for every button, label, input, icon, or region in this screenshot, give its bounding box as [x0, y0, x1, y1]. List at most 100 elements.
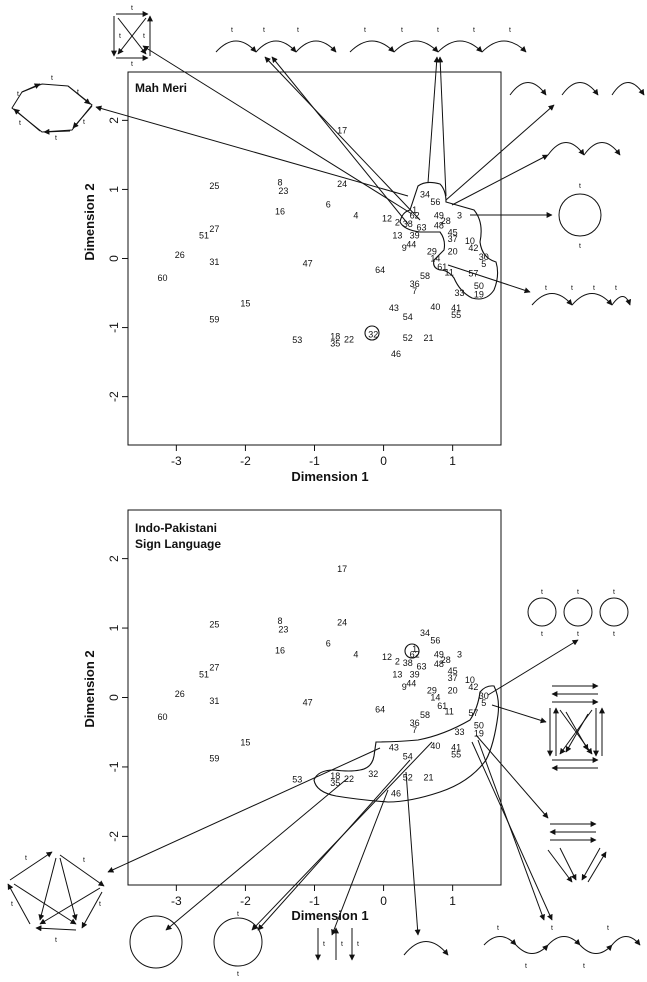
- svg-text:t: t: [131, 5, 133, 12]
- point-label: 51: [199, 670, 209, 680]
- point-label: 1: [412, 205, 417, 215]
- point-label: 47: [303, 258, 313, 268]
- point-label: 56: [430, 197, 440, 207]
- point-label: 17: [337, 126, 347, 136]
- glyph-pentagon-network: t t t t t: [7, 851, 105, 944]
- point-label: 36: [410, 718, 420, 728]
- svg-text:t: t: [231, 27, 233, 34]
- pointer: [475, 734, 549, 819]
- point-label: 8: [277, 178, 282, 188]
- point-label: 6: [326, 638, 331, 648]
- point-label: 39: [410, 670, 420, 680]
- point-label: 1: [412, 644, 417, 654]
- svg-text:t: t: [237, 911, 239, 918]
- svg-text:t: t: [55, 937, 57, 944]
- pointer: [331, 789, 389, 936]
- point-label: 15: [240, 738, 250, 748]
- point-label: 11: [445, 706, 454, 716]
- point-label: 60: [158, 712, 168, 722]
- x-tick-label: -1: [309, 894, 320, 908]
- pointer: [264, 56, 421, 221]
- svg-text:t: t: [357, 941, 359, 948]
- point-label: 34: [420, 628, 430, 638]
- svg-text:t: t: [83, 857, 85, 864]
- point-label: 51: [199, 231, 209, 241]
- point-label: 21: [423, 772, 433, 782]
- panel-title-line-1: Indo-Pakistani: [135, 521, 217, 535]
- point-label: 52: [403, 772, 413, 782]
- svg-text:t: t: [541, 631, 543, 638]
- svg-text:t: t: [119, 33, 121, 40]
- point-label: 22: [344, 774, 354, 784]
- point-label: 12: [382, 213, 392, 223]
- pointer: [142, 45, 413, 215]
- point-label: 23: [278, 624, 288, 634]
- point-label: 44: [406, 679, 416, 689]
- svg-text:t: t: [323, 941, 325, 948]
- point-label: 15: [240, 298, 250, 308]
- x-tick-label: 1: [449, 454, 456, 468]
- point-label: 57: [468, 708, 478, 718]
- svg-text:t: t: [25, 855, 27, 862]
- point-label: 44: [406, 240, 416, 250]
- point-label: 36: [410, 279, 420, 289]
- glyph-cycle-t1-t2: t t: [213, 911, 263, 978]
- point-label: 23: [278, 186, 288, 196]
- point-label: 7: [412, 286, 417, 296]
- svg-text:t: t: [579, 183, 581, 190]
- point-label: 61: [437, 701, 447, 711]
- point-label: 32: [368, 769, 378, 779]
- glyph-cycle-t1-t2: t t: [558, 183, 602, 250]
- point-label: 49: [434, 211, 444, 221]
- pointer: [257, 759, 411, 931]
- circled-point-1: [404, 643, 420, 659]
- svg-text:t: t: [577, 631, 579, 638]
- panel-title: Mah Meri: [135, 81, 187, 95]
- point-label: 13: [392, 231, 402, 241]
- point-label: 9: [402, 243, 407, 253]
- point-label: 41: [451, 303, 461, 313]
- point-label: 31: [209, 257, 219, 267]
- point-label: 53: [292, 774, 302, 784]
- point-label: 50: [474, 281, 484, 291]
- point-label: 31: [209, 696, 219, 706]
- x-tick-label: 0: [380, 894, 387, 908]
- pointer: [491, 704, 547, 724]
- panel-title-line-2: Sign Language: [135, 537, 221, 551]
- point-label: 33: [455, 288, 465, 298]
- x-tick-label: -2: [240, 894, 251, 908]
- point-label: 45: [448, 666, 458, 676]
- point-label: 39: [410, 231, 420, 241]
- point-label: 54: [403, 752, 413, 762]
- point-label: 16: [275, 207, 285, 217]
- pointer: [271, 56, 409, 225]
- point-label: 27: [209, 224, 219, 234]
- point-label: 26: [175, 689, 185, 699]
- point-label: 28: [441, 216, 451, 226]
- point-label: 63: [417, 222, 427, 232]
- point-label: 27: [209, 663, 219, 673]
- point-label: 18: [330, 332, 340, 342]
- point-label: 13: [392, 670, 402, 680]
- point-label: 54: [403, 312, 413, 322]
- x-tick-label: -3: [171, 454, 182, 468]
- glyph-square-network: t t t t: [111, 5, 153, 68]
- glyph-arc-chain-3: t t t: [215, 27, 337, 53]
- x-axis-label: Dimension 1: [291, 469, 368, 484]
- svg-text:t: t: [437, 27, 439, 34]
- point-label: 20: [448, 686, 458, 696]
- point-label: 4: [353, 211, 358, 221]
- point-label: 64: [375, 704, 385, 714]
- svg-text:t: t: [99, 901, 101, 908]
- pointer: [437, 56, 447, 197]
- point-label: 18: [330, 771, 340, 781]
- point-label: 47: [303, 697, 313, 707]
- svg-text:t: t: [583, 963, 585, 970]
- svg-text:t: t: [497, 925, 499, 932]
